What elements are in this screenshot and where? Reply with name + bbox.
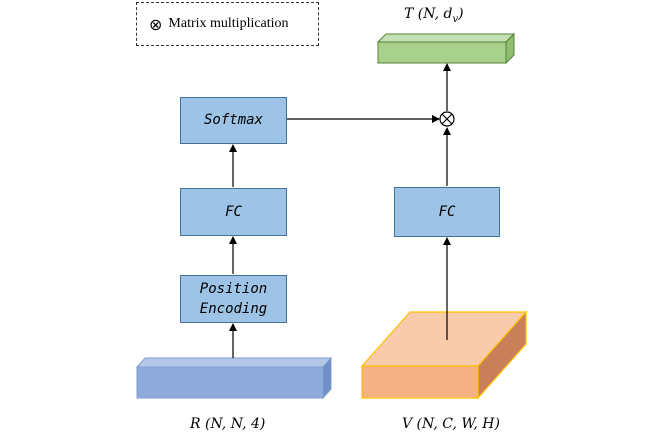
t-label-main: T (N, d (404, 6, 453, 22)
t-label-close: ) (458, 6, 464, 22)
t-output-tensor (376, 32, 516, 65)
softmax-label: Softmax (203, 112, 263, 129)
position-encoding-label-line2: Encoding (199, 301, 268, 317)
fc-left-node: FC (180, 188, 287, 236)
fc-left-label: FC (225, 203, 242, 220)
r-input-tensor (135, 356, 333, 400)
matrix-multiply-operator-icon (439, 111, 455, 127)
position-encoding-node: Position Encoding (180, 275, 287, 323)
matrix-multiplication-icon: ⊗ (149, 14, 163, 34)
legend-text: Matrix multiplication (168, 16, 289, 31)
legend-box: ⊗ Matrix multiplication (136, 2, 319, 46)
softmax-node: Softmax (180, 97, 287, 144)
r-input-label: R (N, N, 4) (190, 416, 266, 432)
position-encoding-label-line1: Position (199, 280, 268, 297)
v-input-tensor (360, 310, 528, 400)
t-output-label: T (N, dv) (404, 6, 464, 25)
t-label-subscript: v (452, 13, 459, 25)
fc-right-node: FC (394, 187, 500, 237)
fc-right-label: FC (438, 203, 456, 220)
v-input-label: V (N, C, W, H) (402, 416, 500, 432)
